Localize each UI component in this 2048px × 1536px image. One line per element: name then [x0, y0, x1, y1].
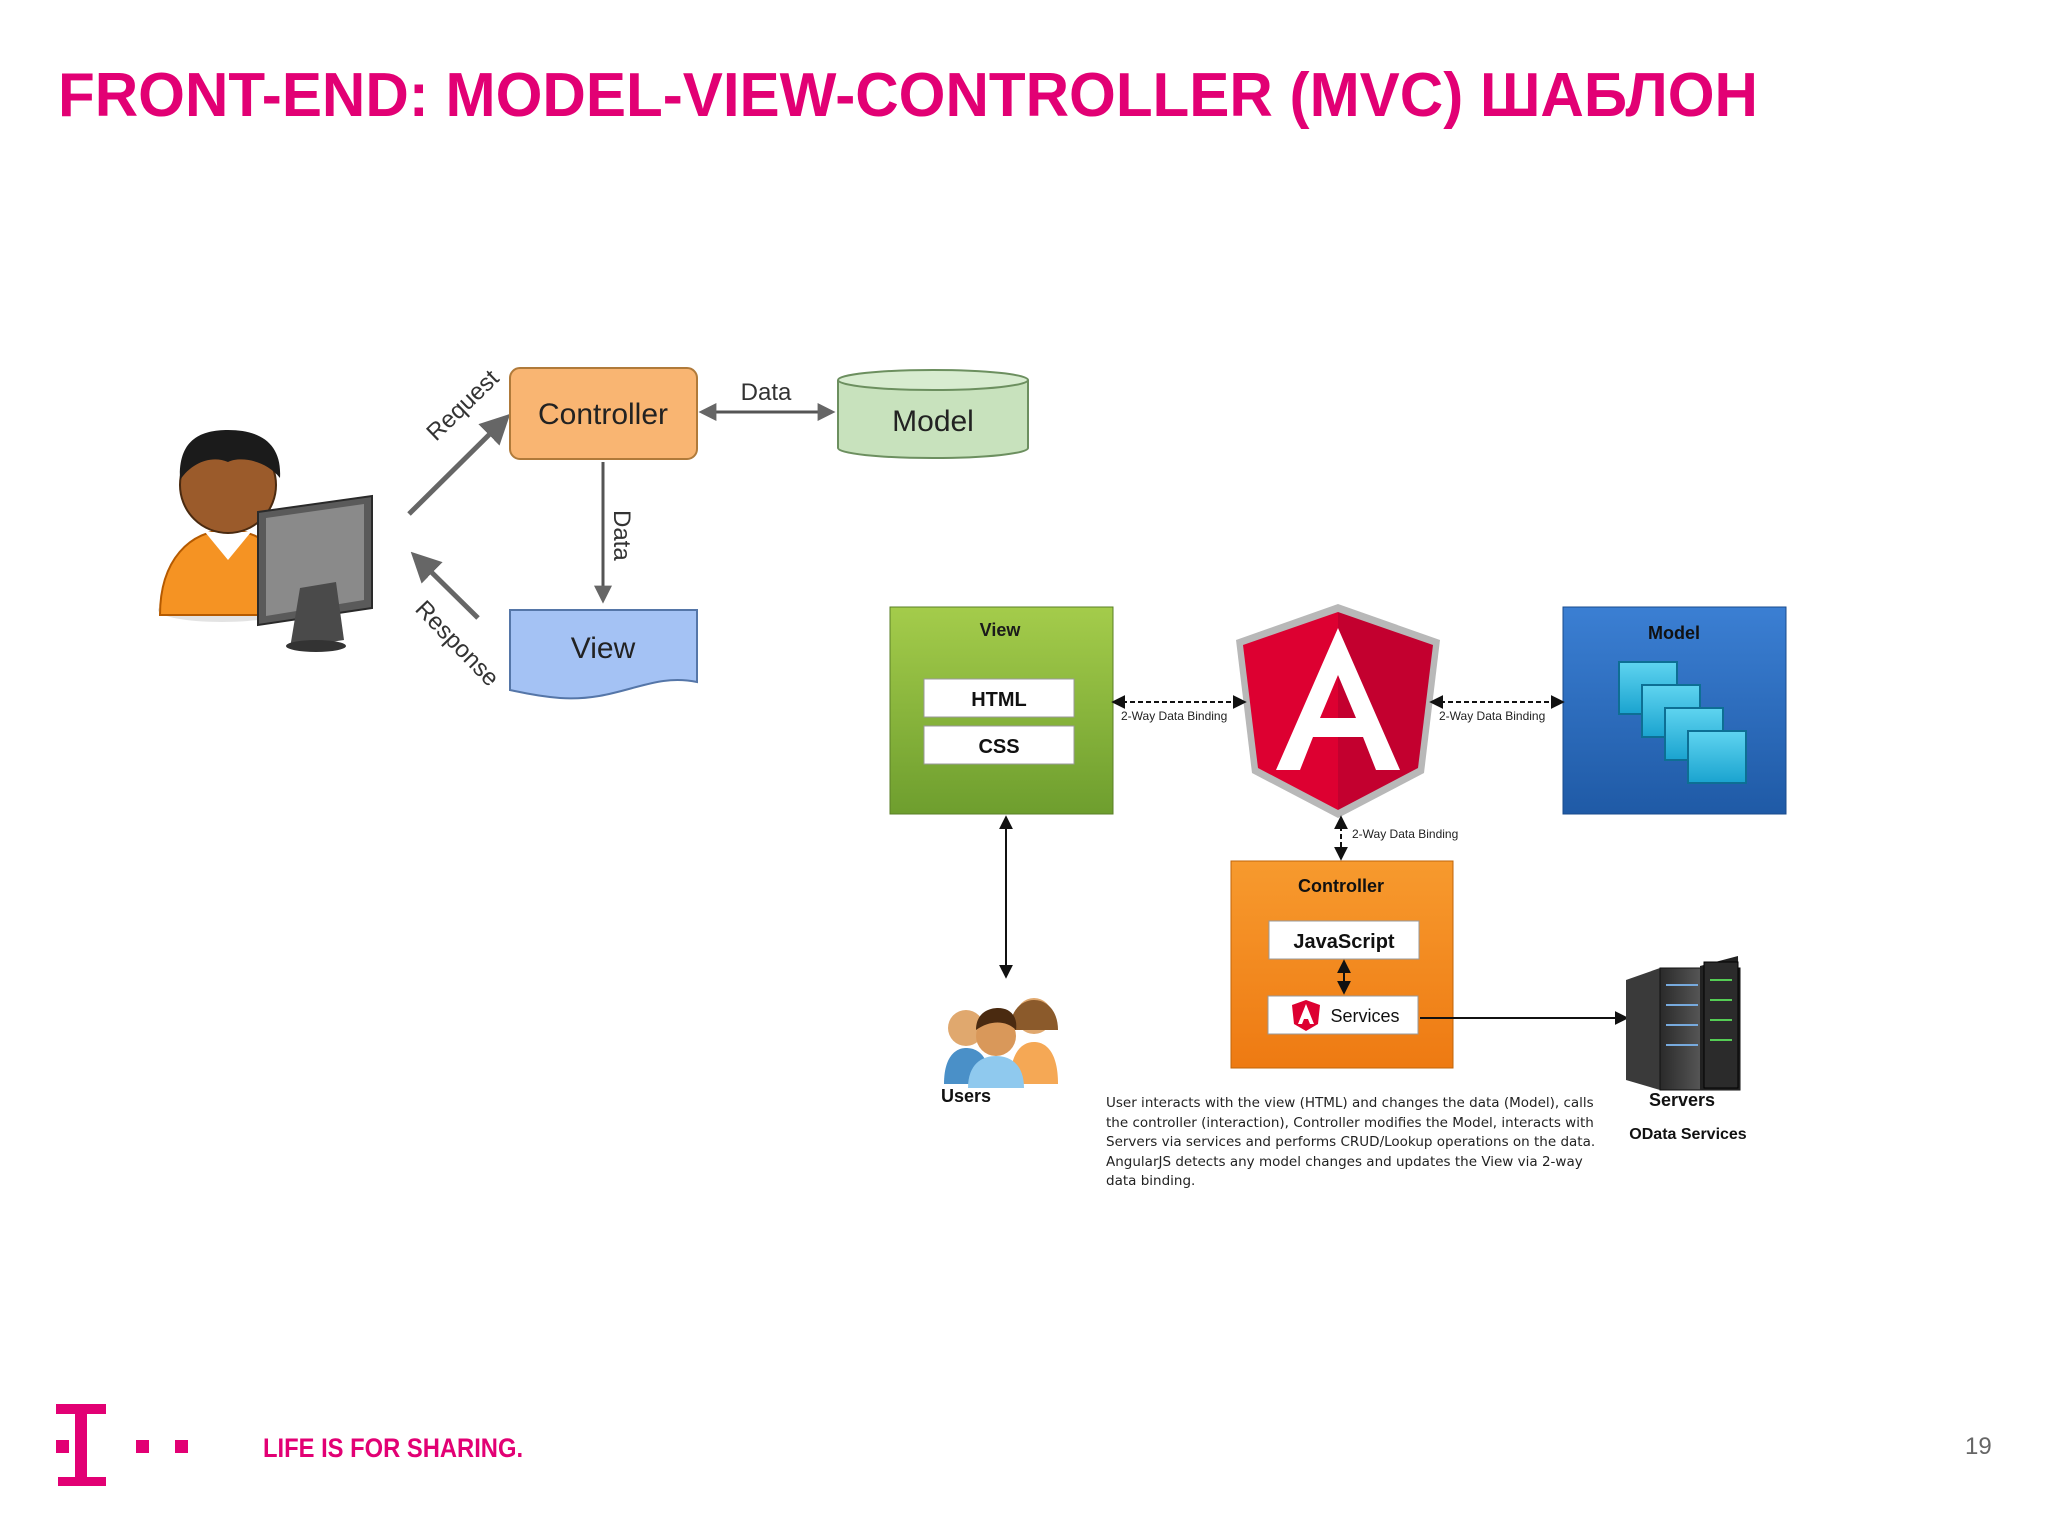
response-label: Response: [410, 595, 504, 692]
odata-label: OData Services: [1629, 1126, 1747, 1143]
data-label-top: Data: [741, 379, 792, 406]
view-box: [509, 609, 698, 700]
angular-view-title: View: [980, 620, 1022, 640]
binding-label-right: 2-Way Data Binding: [1439, 709, 1545, 723]
angular-controller-title: Controller: [1298, 876, 1384, 896]
servers-label: Servers: [1649, 1090, 1715, 1110]
html-label: HTML: [971, 689, 1027, 711]
slide-title: FRONT-END: MODEL-VIEW-CONTROLLER (MVC) Ш…: [58, 61, 1758, 130]
services-label: Services: [1330, 1006, 1399, 1026]
javascript-box: [1268, 920, 1420, 960]
angular-model-title: Model: [1648, 623, 1700, 643]
javascript-label: JavaScript: [1293, 931, 1395, 953]
data-cubes-icon: [1618, 661, 1747, 784]
telekom-logo-icon: [56, 1404, 188, 1486]
angular-small-icon: [1292, 1000, 1320, 1031]
model-cylinder: [837, 369, 1029, 459]
css-label: CSS: [978, 736, 1019, 758]
users-label: Users: [941, 1086, 991, 1106]
css-box: [923, 725, 1075, 765]
view-label: View: [571, 632, 636, 665]
controller-label: Controller: [538, 398, 668, 431]
angular-mvc-description: User interacts with the view (HTML) and …: [1106, 1095, 1596, 1189]
user-at-computer-icon: [158, 430, 373, 652]
request-arrow: [407, 413, 511, 516]
servers-icon: [1626, 956, 1741, 1091]
binding-label-bottom: 2-Way Data Binding: [1352, 827, 1458, 841]
page-number: 19: [1965, 1433, 1992, 1460]
services-box: [1267, 995, 1419, 1035]
controller-box: [509, 367, 698, 460]
response-arrow: [410, 551, 480, 620]
data-label-vertical: Data: [608, 510, 635, 561]
binding-label-left: 2-Way Data Binding: [1121, 709, 1227, 723]
footer-tagline: LIFE IS FOR SHARING.: [263, 1433, 524, 1463]
users-icon: [944, 998, 1058, 1088]
angularjs-logo-icon: [1236, 604, 1440, 818]
model-label: Model: [892, 405, 974, 438]
html-box: [923, 678, 1075, 718]
